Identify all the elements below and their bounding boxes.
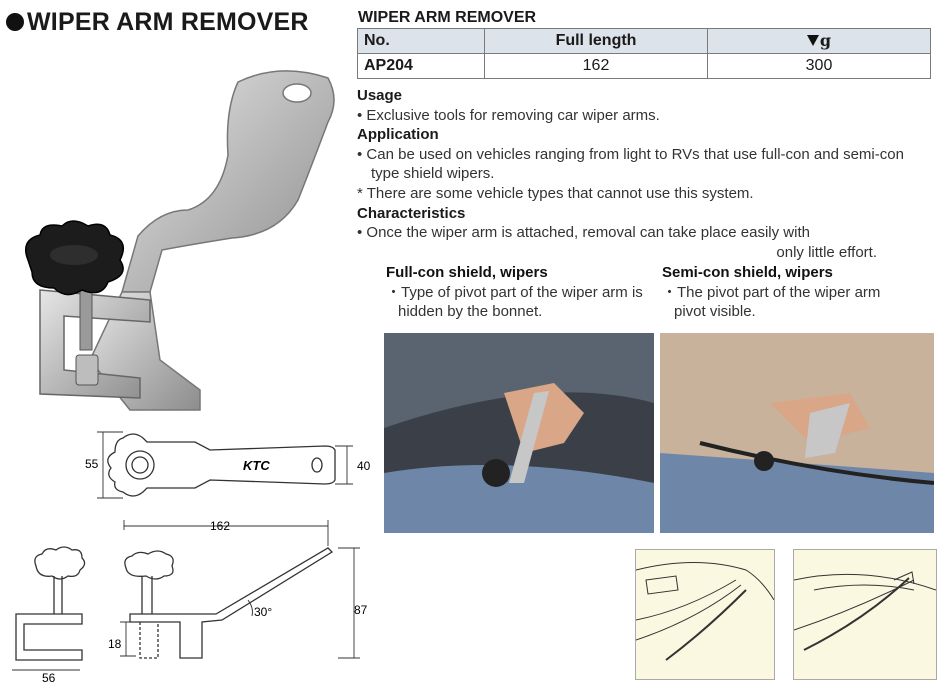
table-row: AP204 162 300: [357, 53, 931, 79]
sketch-semicon: [793, 549, 937, 680]
dim-40: 40: [357, 459, 371, 473]
side-view-drawing: 162 30° 87 18 56: [12, 519, 368, 685]
usage-item: • Exclusive tools for removing car wiper…: [357, 106, 660, 124]
semicon-heading: Semi-con shield, wipers: [662, 264, 833, 281]
tool-logo: KTC: [243, 458, 270, 473]
semicon-text: ・The pivot part of the wiper arm pivot v…: [662, 283, 881, 321]
fullcon-section: Full-con shield, wipers ・Type of pivot p…: [386, 263, 648, 322]
sketch-fullcon-drawing: [636, 562, 774, 661]
characteristics-item: • Once the wiper arm is attached, remova…: [357, 224, 810, 242]
dim-55: 55: [85, 457, 99, 471]
cell-no: AP204: [357, 53, 485, 79]
usage-heading: Usage: [357, 87, 403, 104]
photo-fullcon: [384, 333, 654, 533]
dim-30deg: 30°: [254, 605, 272, 619]
fullcon-heading: Full-con shield, wipers: [386, 264, 548, 281]
spec-table: No. Full length g AP204 162 300: [357, 28, 931, 79]
top-view-drawing: KTC 55 40: [85, 431, 371, 499]
product-photo: [25, 70, 335, 411]
dim-56: 56: [42, 671, 56, 685]
characteristics-heading: Characteristics: [357, 204, 466, 222]
application-note: * There are some vehicle types that cann…: [357, 184, 754, 202]
photo-semicon: [660, 333, 934, 533]
bullet-dot-icon: [6, 13, 24, 31]
col-no: No.: [357, 28, 485, 54]
application-heading: Application: [357, 126, 439, 144]
col-full-length: Full length: [484, 28, 708, 54]
semicon-section: Semi-con shield, wipers ・The pivot part …: [662, 263, 902, 322]
description: Usage • Exclusive tools for removing car…: [357, 86, 917, 262]
spec-header-row: No. Full length g: [357, 28, 931, 54]
weight-triangle-icon: [806, 35, 819, 46]
sketch-fullcon: [635, 549, 775, 680]
dim-162: 162: [210, 519, 230, 533]
fullcon-text: ・Type of pivot part of the wiper arm is …: [386, 283, 643, 321]
page-title: WIPER ARM REMOVER: [6, 8, 309, 37]
dim-87: 87: [354, 603, 368, 617]
col-weight: g: [707, 28, 931, 54]
spec-heading: WIPER ARM REMOVER: [358, 9, 537, 26]
dim-18: 18: [108, 637, 122, 651]
cell-length: 162: [484, 53, 708, 79]
characteristics-item-cont: only little effort.: [776, 243, 877, 261]
cell-weight: 300: [707, 53, 931, 79]
application-item: • Can be used on vehicles ranging from l…: [357, 145, 904, 183]
sketch-semicon-drawing: [794, 571, 936, 651]
